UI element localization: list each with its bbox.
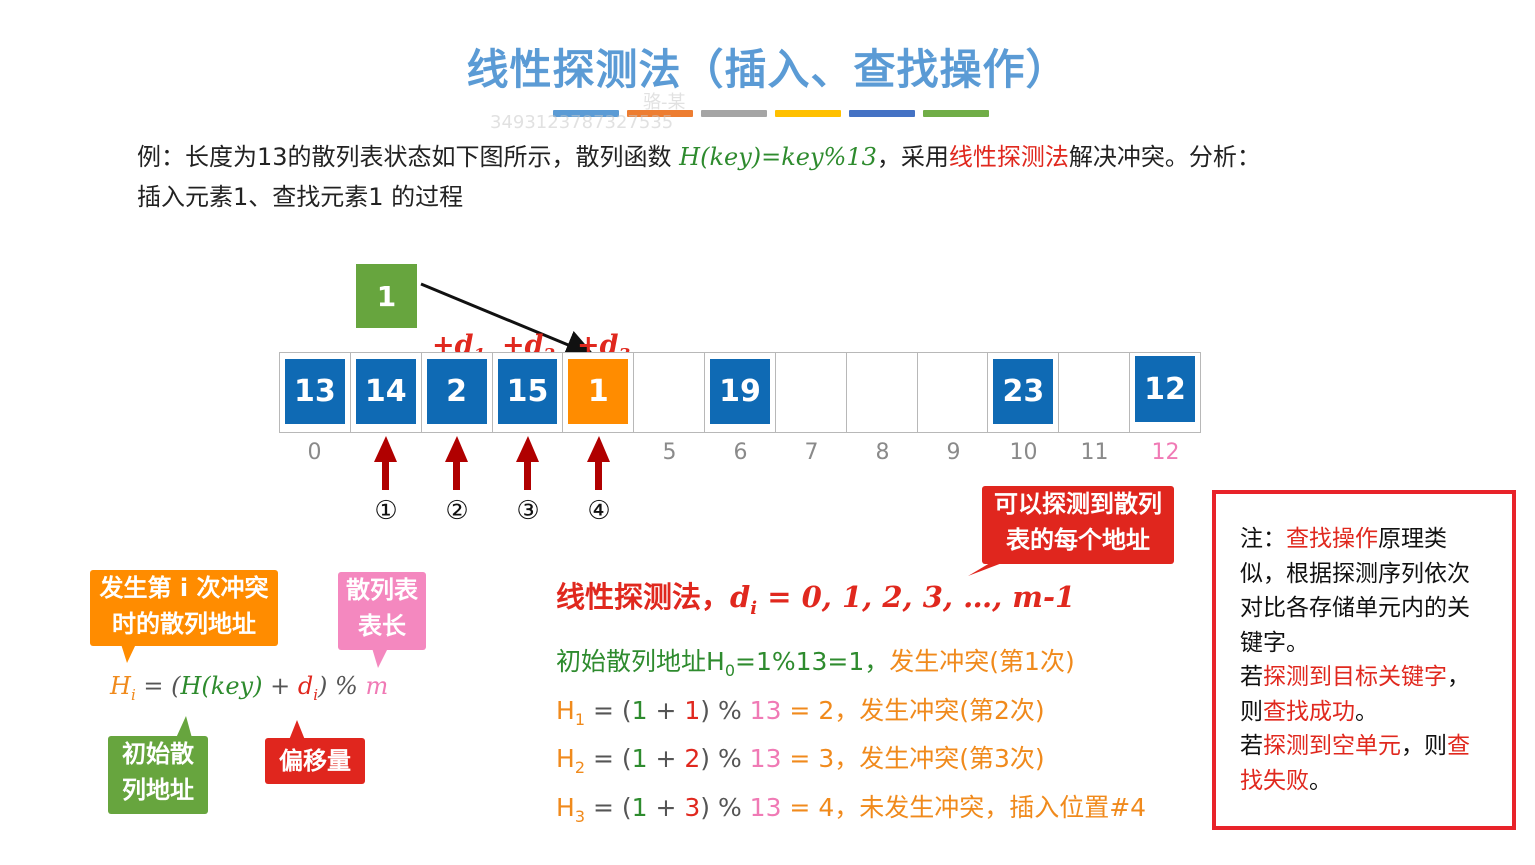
key-box: 15: [497, 359, 558, 424]
intro-paragraph: 例：长度为13的散列表状态如下图所示，散列函数 H(key)=key%13，采用…: [137, 137, 1261, 217]
table-cell-10: 23: [988, 353, 1060, 432]
table-cell-9: [918, 353, 989, 432]
table-cell-3: 15: [493, 353, 564, 432]
step-0: 初始散列地址H0=1%13=1，发生冲突(第1次): [556, 647, 1075, 680]
hash-function: H(key)=key%13: [679, 143, 877, 171]
index-label: 0: [307, 440, 322, 465]
index-label: 10: [1009, 440, 1038, 465]
index-label: 11: [1080, 440, 1109, 465]
probe-steps: 初始散列地址H0=1%13=1，发生冲突(第1次) H1 = (1 + 1) %…: [556, 642, 1146, 836]
hash-table: 13 14 2 15 1 19 23 12: [279, 352, 1201, 433]
table-cell-2: 2: [422, 353, 493, 432]
intro-line2: 插入元素1、查找元素1 的过程: [137, 183, 464, 211]
key-box: 13: [285, 359, 345, 424]
watermark-id: 349312378732753​5: [490, 112, 674, 133]
step-2: H2 = (1 + 2) % 13 = 3，发生冲突(第3次): [556, 744, 1045, 777]
inserted-key-box: 1: [568, 359, 629, 424]
intro-text: ，采用: [876, 143, 949, 171]
insert-arrow: [420, 282, 596, 359]
color-bar: [923, 110, 989, 117]
slide-title: 线性探测法（插入、查找操作）: [466, 45, 1069, 94]
table-cell-5: [634, 353, 706, 432]
color-bar: [775, 110, 841, 117]
callout-initial-address: 初始散 列地址: [108, 736, 208, 814]
callout-table-length: 散列表 表长: [338, 572, 426, 650]
color-bar: [849, 110, 915, 117]
table-cell-11: [1059, 353, 1131, 432]
table-cell-1: 14: [351, 353, 422, 432]
title-color-bars: [553, 110, 989, 117]
key-box: 12: [1135, 356, 1195, 422]
intro-text: 例：长度为13的散列表状态如下图所示，散列函数: [137, 143, 680, 171]
table-cell-12: 12: [1130, 353, 1200, 432]
probe-formula: Hi = (H(key) + di) % m: [110, 672, 389, 704]
method-highlight: 线性探测法: [948, 143, 1069, 171]
table-cell-0: 13: [280, 353, 351, 432]
probe-marker-1: ①: [374, 496, 398, 526]
color-bar: [701, 110, 767, 117]
table-cell-4: 1: [563, 353, 635, 432]
linear-probe-definition: 线性探测法，di = 0, 1, 2, 3, …, m-1: [556, 580, 1076, 619]
callout-hi: 发生第 i 次冲突 时的散列地址: [90, 570, 278, 646]
intro-text: 解决冲突。分析：: [1068, 143, 1261, 171]
step-3: H3 = (1 + 3) % 13 = 4，未发生冲突，插入位置#4: [556, 792, 1147, 826]
table-cell-7: [776, 353, 847, 432]
probe-arrows: [374, 436, 610, 490]
color-bar: [553, 110, 619, 117]
index-label: 5: [662, 440, 677, 465]
probe-marker-3: ③: [516, 496, 540, 526]
callout-every-address: 可以探测到散列 表的每个地址: [982, 486, 1174, 564]
note-box: 注：查找操作原理类似，根据探测序列依次对比各存储单元内的关键字。 若探测到目标关…: [1212, 490, 1516, 830]
key-box: 2: [426, 359, 487, 424]
index-label: 6: [733, 440, 748, 465]
new-element-box: 1: [356, 264, 417, 328]
table-cell-8: [847, 353, 918, 432]
watermark-name: 骆-某: [643, 92, 686, 113]
key-box: 14: [355, 359, 416, 424]
probe-marker-4: ④: [587, 496, 611, 526]
index-label-last: 12: [1151, 440, 1180, 465]
index-label: 7: [804, 440, 819, 465]
key-box: 19: [710, 359, 770, 424]
key-box: 23: [993, 359, 1054, 424]
color-bar: [627, 110, 693, 117]
probe-marker-2: ②: [445, 496, 469, 526]
index-label: 8: [875, 440, 890, 465]
step-1: H1 = (1 + 1) % 13 = 2，发生冲突(第2次): [556, 695, 1045, 729]
table-cell-6: 19: [705, 353, 776, 432]
callout-offset: 偏移量: [265, 738, 365, 784]
index-label: 9: [946, 440, 961, 465]
